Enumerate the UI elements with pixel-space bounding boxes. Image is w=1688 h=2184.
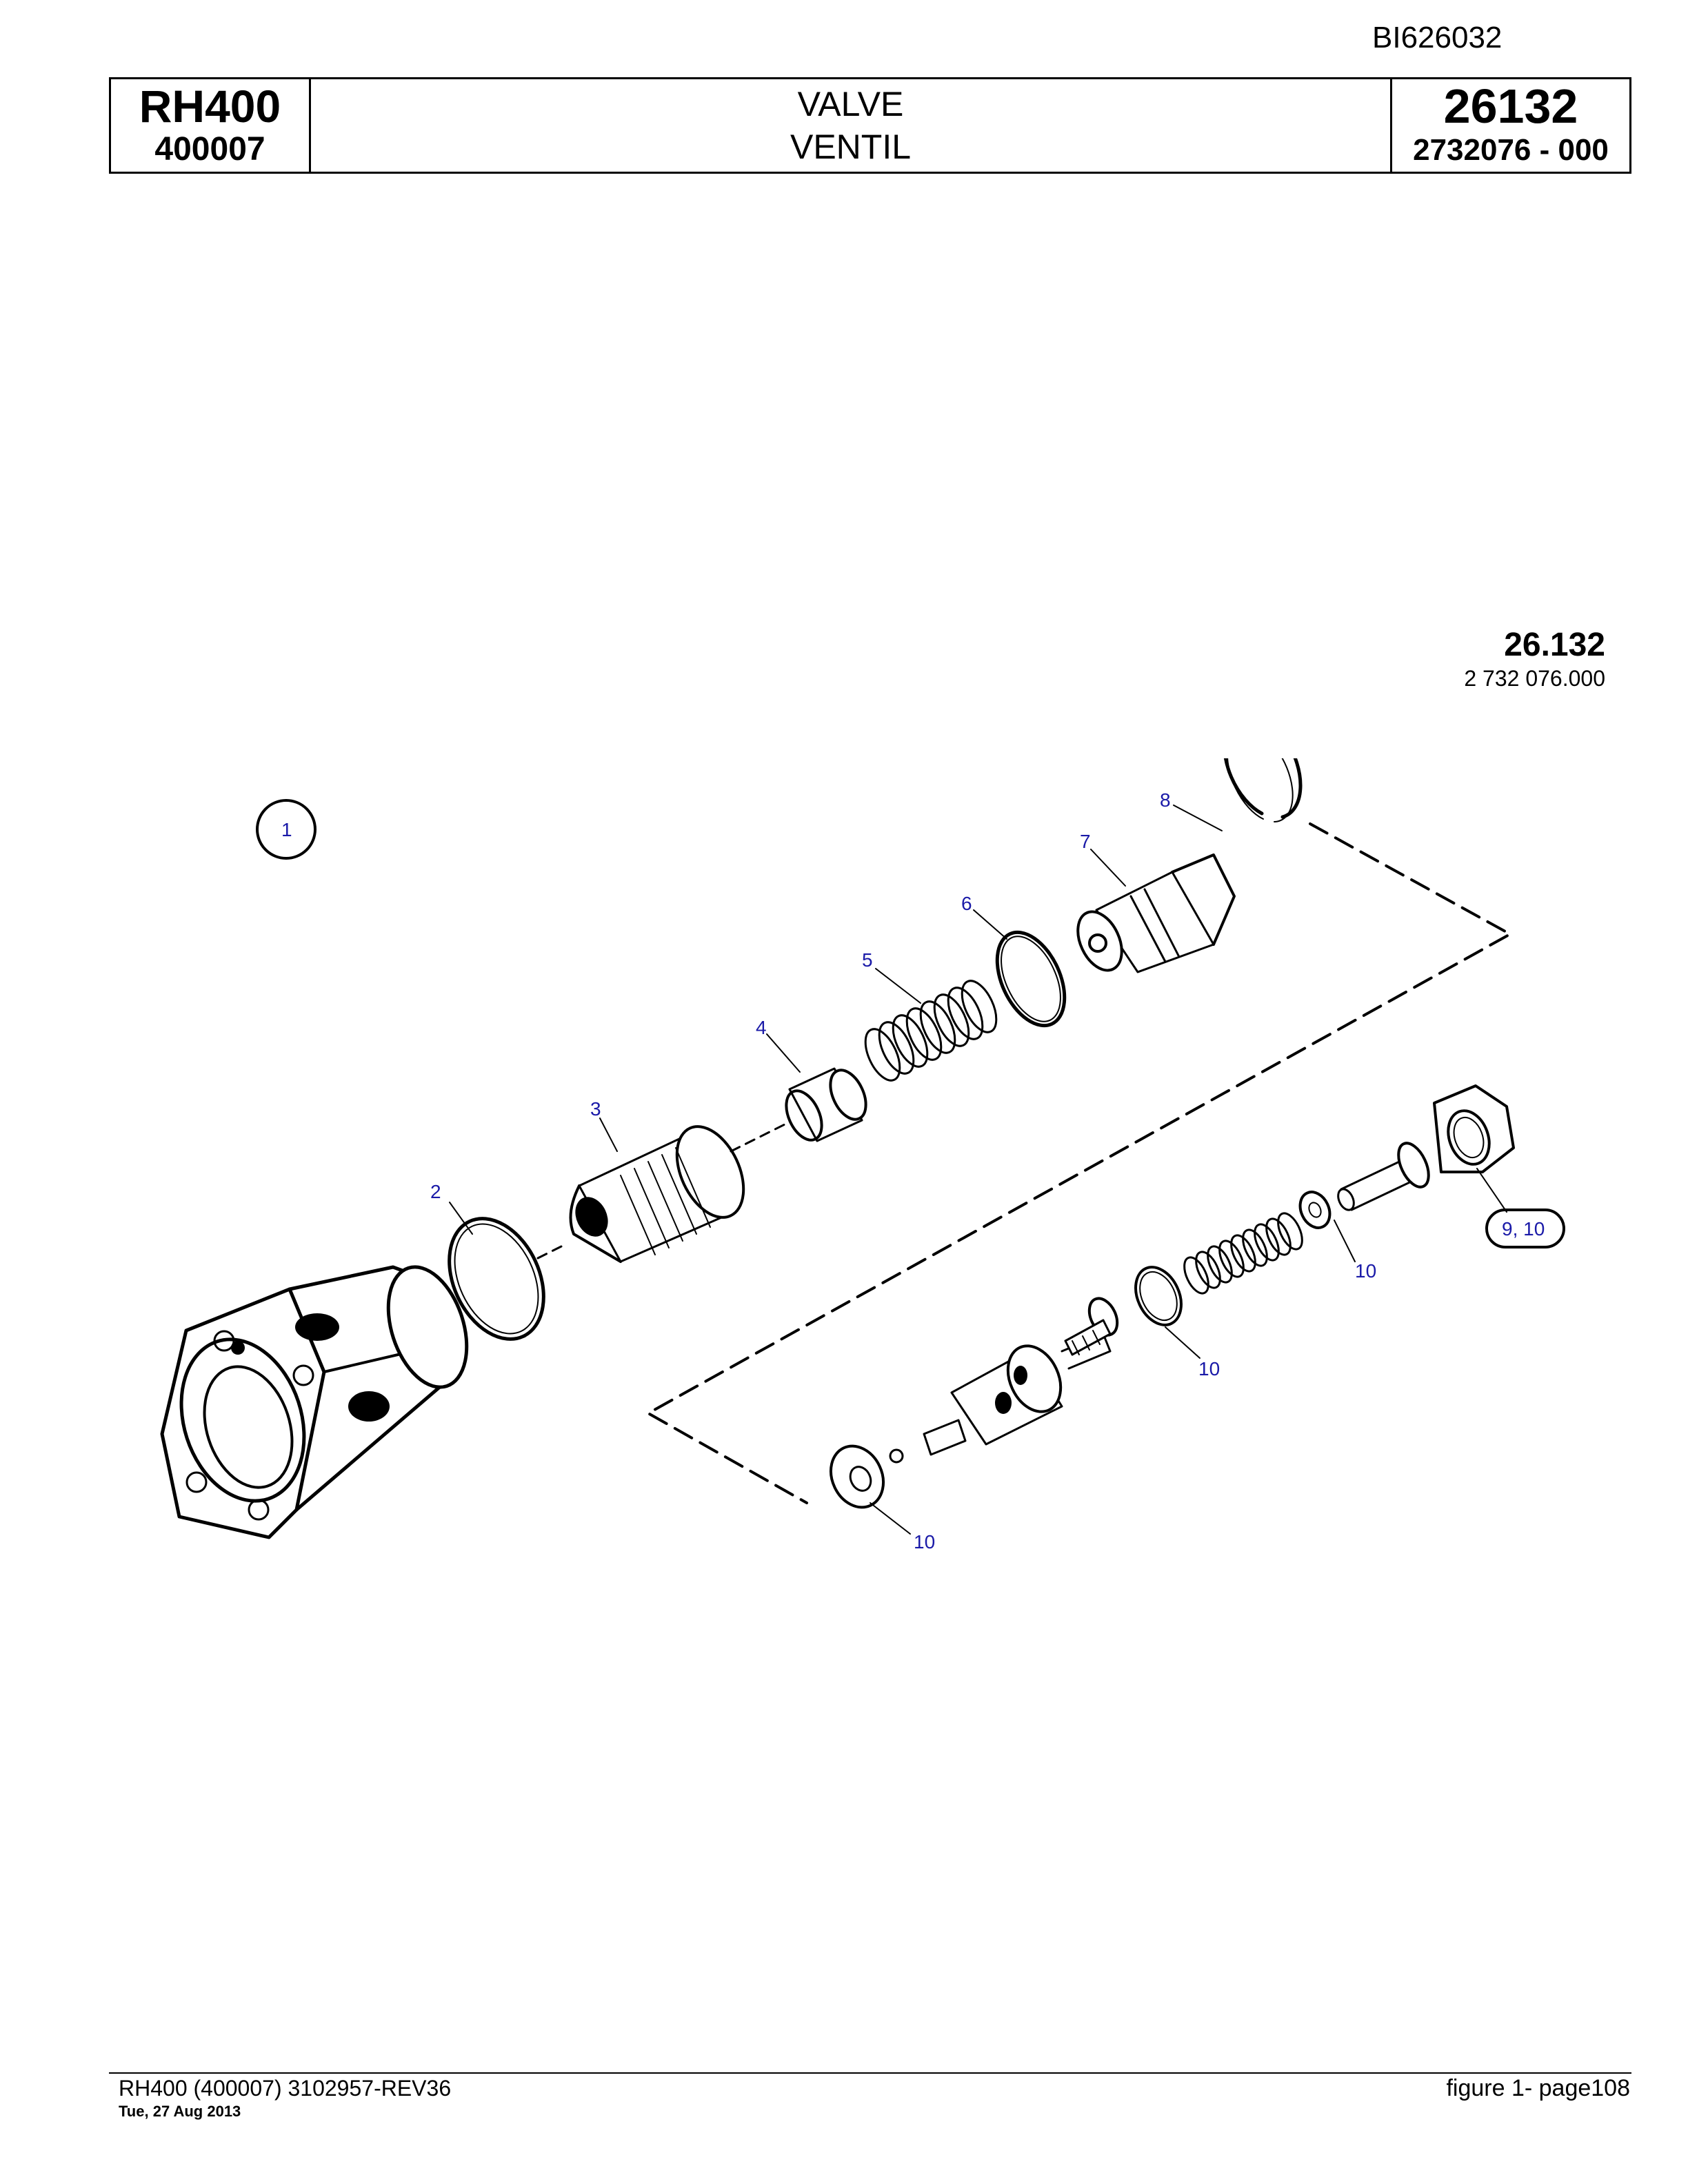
title-german: VENTIL xyxy=(790,128,912,166)
figure-reference: 26.132 2 732 076.000 xyxy=(1464,626,1605,692)
footer-date: Tue, 27 Aug 2013 xyxy=(119,2103,241,2120)
spool-body xyxy=(923,1333,1112,1456)
callout-3: 3 xyxy=(590,1098,601,1120)
valve-seat-3 xyxy=(569,1125,745,1263)
title-english: VALVE xyxy=(797,85,904,123)
callout-8: 8 xyxy=(1160,789,1171,811)
footer-divider xyxy=(109,2072,1631,2074)
callout-7: 7 xyxy=(1080,831,1091,852)
model-cell: RH400 400007 xyxy=(111,79,311,172)
serial-label: 400007 xyxy=(154,131,265,168)
callout-6: 6 xyxy=(961,893,972,914)
document-id: BI626032 xyxy=(1372,21,1503,54)
callout-9-10: 9, 10 xyxy=(1502,1218,1545,1240)
poppet xyxy=(1064,1297,1119,1356)
callout-10-right: 10 xyxy=(1355,1260,1376,1282)
callout-10-middle: 10 xyxy=(1198,1358,1220,1379)
footer-page-ref: figure 1- page108 xyxy=(1446,2075,1630,2101)
code-cell: 26132 2732076 - 000 xyxy=(1392,79,1629,172)
group-code: 26132 xyxy=(1443,79,1578,133)
spring-lower xyxy=(1183,1212,1303,1295)
washer-10-left xyxy=(830,1444,904,1509)
plunger xyxy=(1337,1142,1430,1211)
washer-10-right xyxy=(1298,1191,1332,1229)
title-block: RH400 400007 VALVE VENTIL 26132 2732076 … xyxy=(109,77,1631,174)
o-ring-10-middle xyxy=(1134,1266,1183,1326)
part-number: 2732076 - 000 xyxy=(1413,133,1609,167)
assembly-dashed-outline xyxy=(647,822,1511,1504)
callout-4: 4 xyxy=(756,1017,767,1038)
nut-9 xyxy=(1433,1084,1515,1173)
callout-9-10-box xyxy=(1485,1209,1565,1248)
leader-lines xyxy=(449,805,1507,1535)
o-ring-2 xyxy=(448,1217,545,1341)
callout-1: 1 xyxy=(281,819,292,840)
footer-document-ref: RH400 (400007) 3102957-REV36 xyxy=(119,2076,452,2101)
callout-2: 2 xyxy=(430,1181,441,1202)
bushing-4 xyxy=(785,1067,867,1142)
o-ring-6 xyxy=(995,930,1067,1028)
callout-5: 5 xyxy=(862,949,873,971)
plug-7 xyxy=(1076,853,1236,973)
model-label: RH400 xyxy=(139,81,281,132)
callout-10-left: 10 xyxy=(914,1531,935,1553)
figure-part: 2 732 076.000 xyxy=(1464,666,1605,691)
valve-housing xyxy=(160,1265,469,1539)
callout-labels: 1 2 3 4 5 6 7 8 9, 10 10 10 10 xyxy=(281,789,1545,1553)
figure-number: 26.132 xyxy=(1504,627,1605,663)
connector-dashes xyxy=(536,1122,787,1260)
spring-5 xyxy=(864,980,998,1082)
callout-1-circle xyxy=(256,799,316,860)
title-cell: VALVE VENTIL xyxy=(311,79,1392,172)
exploded-view-drawing: 1 2 3 4 5 6 7 8 9, 10 10 10 10 xyxy=(160,758,1565,1553)
